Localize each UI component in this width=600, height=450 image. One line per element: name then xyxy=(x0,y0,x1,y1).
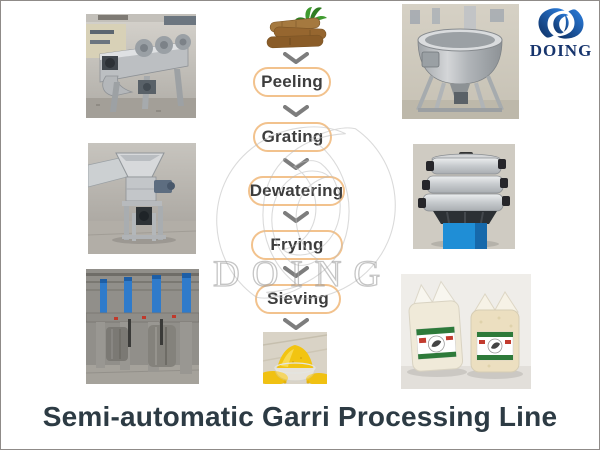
cassava-grating-machine-photo xyxy=(88,143,196,254)
garri-bags-illustration xyxy=(401,274,531,389)
flow-step-frying: Frying xyxy=(251,230,343,260)
arrow-down-icon xyxy=(283,105,309,117)
brand-name: DOING xyxy=(529,41,593,60)
doing-logo-icon xyxy=(538,8,584,39)
cassava-roots-image xyxy=(262,6,332,50)
packaged-garri-bags-photo xyxy=(401,274,531,389)
garri-frying-machine-photo xyxy=(402,4,519,119)
dewatering-press-illustration xyxy=(86,269,199,384)
vibrating-sieve-illustration xyxy=(413,144,515,249)
brand-logo: DOING xyxy=(521,7,599,61)
flow-step-peeling: Peeling xyxy=(253,67,331,97)
flow-step-dewatering: Dewatering xyxy=(248,176,345,206)
arrow-down-icon xyxy=(283,318,309,330)
flow-step-sieving: Sieving xyxy=(255,284,341,314)
cassava-roots-icon xyxy=(266,7,327,49)
peeling-machine-illustration xyxy=(86,14,196,118)
grating-machine-illustration xyxy=(88,143,196,254)
vibrating-sieve-machine-photo xyxy=(413,144,515,249)
hydraulic-dewatering-press-photo xyxy=(86,269,199,384)
garri-bowl-image xyxy=(263,332,327,384)
arrow-down-icon xyxy=(283,52,309,64)
arrow-down-icon xyxy=(283,211,309,223)
flow-step-grating: Grating xyxy=(253,122,332,152)
cassava-peeling-machine-photo xyxy=(86,14,196,118)
garri-bowl-icon xyxy=(263,332,327,384)
arrow-down-icon xyxy=(283,266,309,278)
page-title: Semi-automatic Garri Processing Line xyxy=(42,401,558,432)
frying-machine-illustration xyxy=(402,4,519,119)
arrow-down-icon xyxy=(283,158,309,170)
